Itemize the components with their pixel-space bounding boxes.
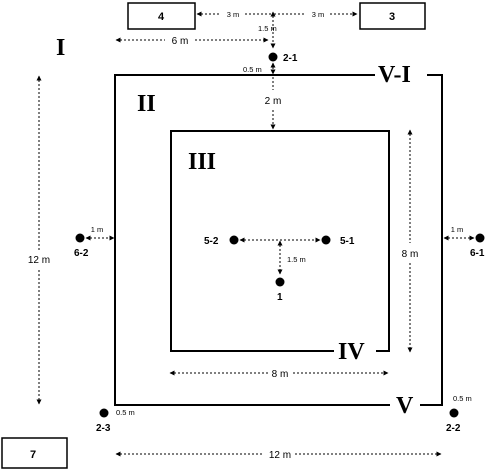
- sampling-point-6-1: [475, 233, 485, 243]
- sampling-point-2-2: [449, 408, 459, 418]
- dim-left-12m: 12 m: [28, 255, 50, 266]
- box-7-label: 7: [30, 449, 36, 461]
- zone-iii-label: III: [188, 149, 216, 175]
- inner-wall-gap-bottom: [334, 344, 376, 358]
- point-1-label: 1: [277, 292, 283, 303]
- dim-top-right-3m: 3 m: [312, 10, 325, 19]
- dim-right-8m: 8 m: [402, 249, 419, 260]
- zone-ii-label: II: [137, 91, 156, 117]
- dim-inner-2m: 2 m: [265, 96, 282, 107]
- sampling-point-1: [275, 277, 285, 287]
- dim-center-1-5m: 1.5 m: [287, 255, 306, 264]
- sampling-point-5-1: [321, 235, 331, 245]
- zone-i-label: I: [56, 35, 65, 61]
- outer-wall-gap-bottom: [390, 398, 420, 412]
- dim-bottom-12m: 12 m: [269, 450, 291, 461]
- sampling-point-2-3: [99, 408, 109, 418]
- dim-corner-0-5m-left: 0.5 m: [116, 408, 135, 417]
- sampling-point-2-1: [268, 52, 278, 62]
- point-2-2-label: 2-2: [446, 423, 461, 434]
- point-2-1-label: 2-1: [283, 53, 298, 64]
- dim-top-left-3m: 3 m: [227, 10, 240, 19]
- inner-enclosure-wall: [170, 130, 390, 352]
- box-3: [359, 2, 426, 30]
- zone-v-i-label: V-I: [378, 62, 411, 88]
- dim-bottom-8m: 8 m: [272, 369, 289, 380]
- sampling-point-6-2: [75, 233, 85, 243]
- outer-wall-gap-top: [375, 68, 427, 82]
- point-5-2-label: 5-2: [204, 236, 219, 247]
- box-4: [127, 2, 196, 30]
- point-6-1-label: 6-1: [470, 248, 485, 259]
- dim-corner-0-5m-right: 0.5 m: [453, 394, 472, 403]
- box-4-label: 4: [158, 11, 165, 23]
- dim-top-1-5m: 1.5 m: [258, 24, 277, 33]
- zone-v-label: V: [396, 393, 414, 419]
- dim-top-0-5m: 0.5 m: [243, 65, 262, 74]
- point-6-2-label: 6-2: [74, 248, 89, 259]
- zone-iv-label: IV: [338, 339, 365, 365]
- point-5-1-label: 5-1: [340, 236, 355, 247]
- box-3-label: 3: [389, 11, 395, 23]
- dim-right-1m: 1 m: [451, 225, 464, 234]
- dim-top-6m: 6 m: [172, 36, 189, 47]
- point-2-3-label: 2-3: [96, 423, 111, 434]
- outer-enclosure-wall: [114, 74, 443, 406]
- box-7: [1, 437, 68, 469]
- dim-left-1m: 1 m: [91, 225, 104, 234]
- sampling-point-5-2: [229, 235, 239, 245]
